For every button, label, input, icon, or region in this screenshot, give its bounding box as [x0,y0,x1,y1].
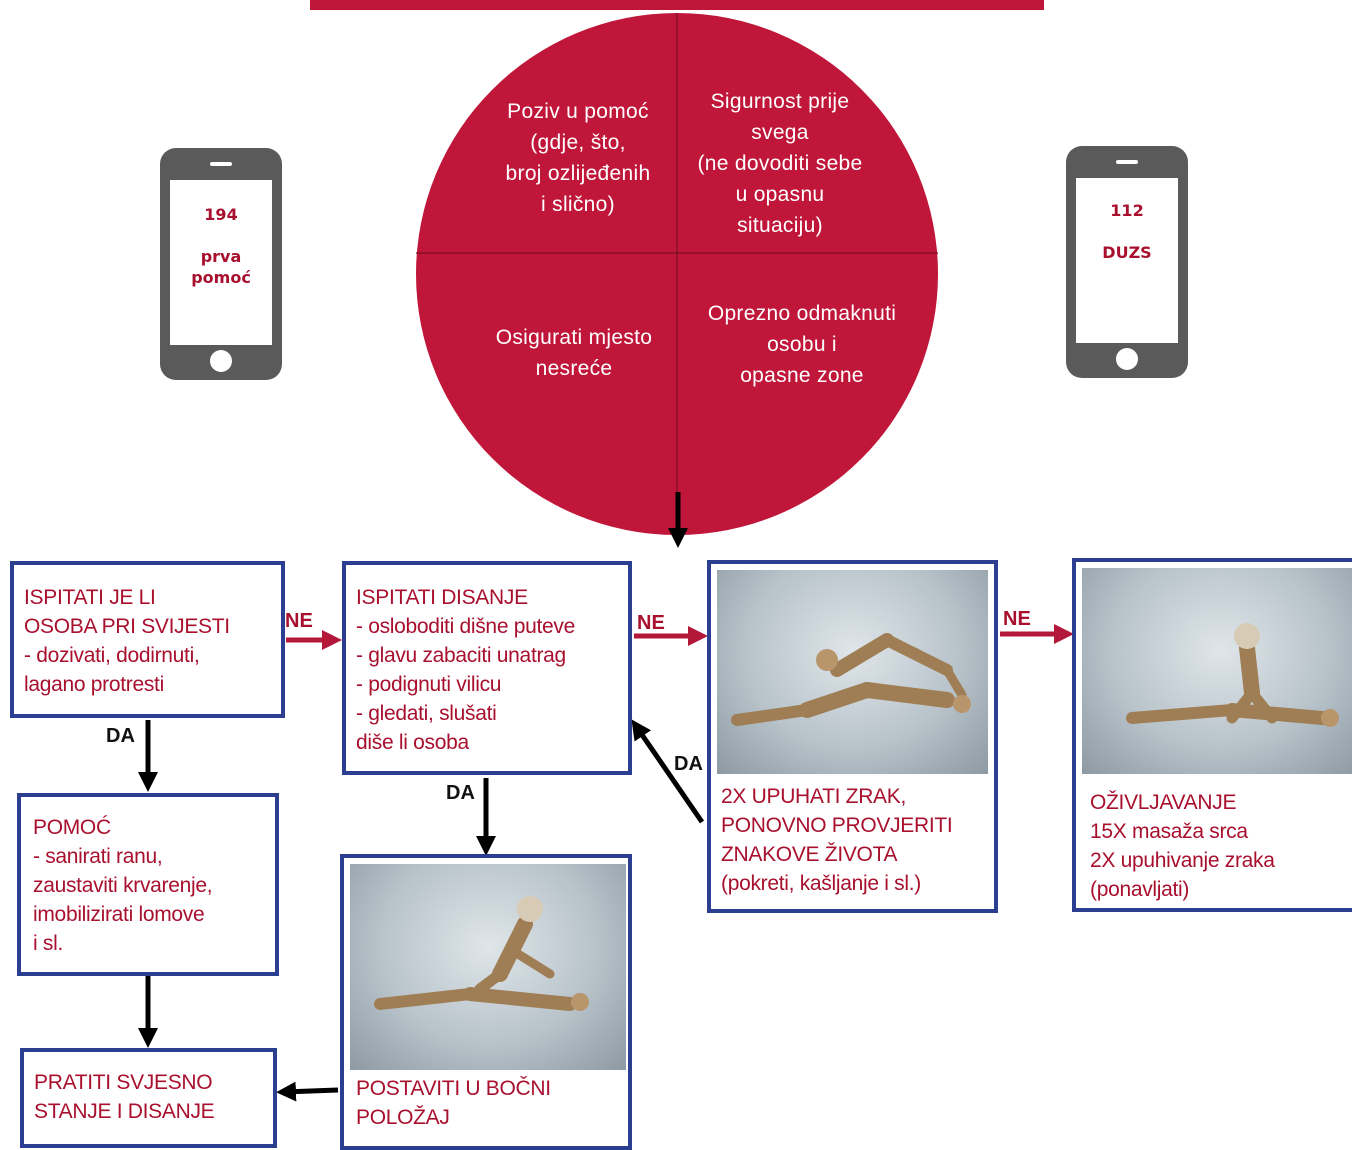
box-monitor-text: PRATITI SVJESNO STANJE I DISANJE [34,1071,215,1123]
box-check-consciousness-text: ISPITATI JE LI OSOBA PRI SVIJESTI - dozi… [24,586,230,696]
mannequin-figure [731,633,971,726]
circle-quadrant-safety-first: Sigurnost prije svega (ne dovoditi sebe … [697,90,863,237]
phone-speaker [210,162,232,166]
arrow-recovery-to-monitor [276,1081,339,1102]
circle-quadrant-call-help: Poziv u pomoć (gdje, što, broj ozlijeđen… [505,100,651,216]
mannequin-figure [1126,623,1339,727]
box-check-breathing: ISPITATI DISANJE - osloboditi dišne pute… [342,561,632,775]
box-check-breathing-text: ISPITATI DISANJE - osloboditi dišne pute… [356,586,575,754]
label-da-3: DA [674,753,703,775]
label-ne-3: NE [1003,608,1031,630]
label-da-2: DA [446,782,475,804]
box-cpr-text: OŽIVLJAVANJE 15X masaža srca 2X upuhivan… [1090,791,1275,901]
phone-icon-right: 112 DUZS [1066,146,1188,378]
circle-quadrant-secure-scene: Osigurati mjesto nesreće [495,326,653,380]
box-rescue-breaths-text: 2X UPUHATI ZRAK, PONOVNO PROVJERITI ZNAK… [721,785,953,895]
cpr-photo [1082,568,1352,774]
box-recovery-position-text: POSTAVITI U BOČNI POLOŽAJ [356,1077,551,1129]
arrow-da-rescue-to-breathing [631,719,705,824]
phone-number-emergency: 112 DUZS [1102,201,1152,262]
label-ne-1: NE [285,610,313,632]
box-help: POMOĆ - sanirati ranu, zaustaviti krvare… [17,793,279,976]
label-ne-2: NE [637,612,665,634]
mannequin-figure [374,896,589,1011]
phone-home-button [210,350,232,372]
box-help-text: POMOĆ - sanirati ranu, zaustaviti krvare… [33,816,213,955]
box-check-consciousness: ISPITATI JE LI OSOBA PRI SVIJESTI - dozi… [10,561,285,718]
phone-screen: 194 prva pomoć [170,180,272,345]
phone-icon-left: 194 prva pomoć [160,148,282,380]
box-recovery-position: POSTAVITI U BOČNI POLOŽAJ [340,854,632,1150]
box-cpr: OŽIVLJAVANJE 15X masaža srca 2X upuhivan… [1072,558,1352,912]
circle-quadrant-move-person: Oprezno odmaknuti osobu i opasne zone [707,302,897,387]
first-aid-circle [416,13,938,535]
phone-screen: 112 DUZS [1076,178,1178,343]
box-rescue-breaths: 2X UPUHATI ZRAK, PONOVNO PROVJERITI ZNAK… [707,560,998,913]
phone-home-button [1116,348,1138,370]
phone-speaker [1116,160,1138,164]
phone-number-first-aid: 194 prva pomoć [191,205,251,287]
rescue-breaths-photo [717,570,988,774]
recovery-position-photo [350,864,626,1070]
label-da-1: DA [106,725,135,747]
box-monitor: PRATITI SVJESNO STANJE I DISANJE [20,1048,277,1148]
top-banner-bar [310,0,1044,10]
